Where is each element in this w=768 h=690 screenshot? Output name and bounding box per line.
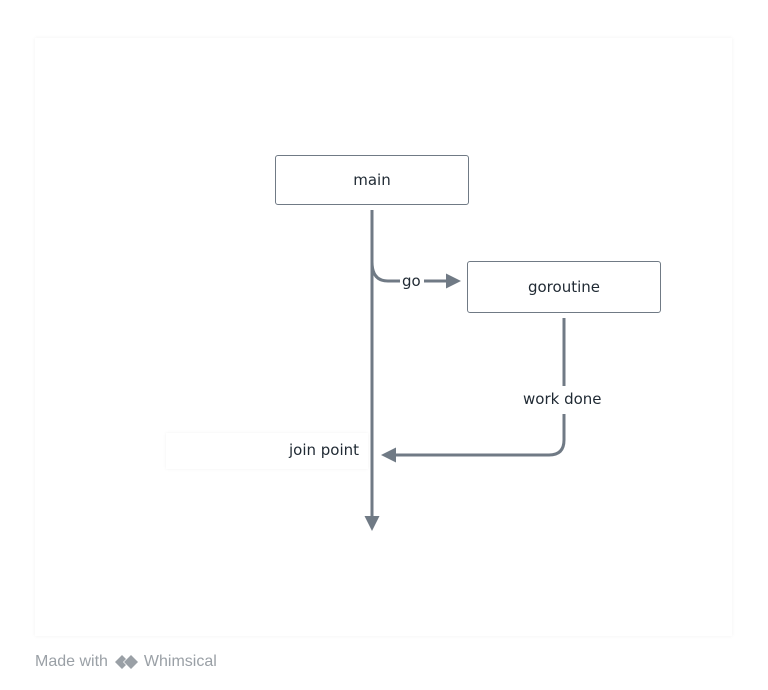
go-edge [370,261,400,283]
main-node[interactable]: main [275,155,469,205]
work-done-edge-label: work done [523,390,602,408]
made-with-footer[interactable]: Made with Whimsical [35,653,217,671]
diagram-canvas [35,38,732,636]
main-node-label: main [353,171,391,189]
whimsical-brand-text: Whimsical [143,653,217,670]
join-edge [381,414,566,463]
goroutine-node-label: goroutine [527,278,600,296]
go-edge-label: go [402,272,421,290]
made-with-text: Made with [35,653,108,670]
goroutine-node[interactable]: goroutine [467,261,661,313]
whimsical-logo-icon [114,655,138,669]
join-point-label: join point [289,441,360,459]
join-point-box [166,433,368,469]
whimsical-brand: Whimsical [114,653,217,671]
